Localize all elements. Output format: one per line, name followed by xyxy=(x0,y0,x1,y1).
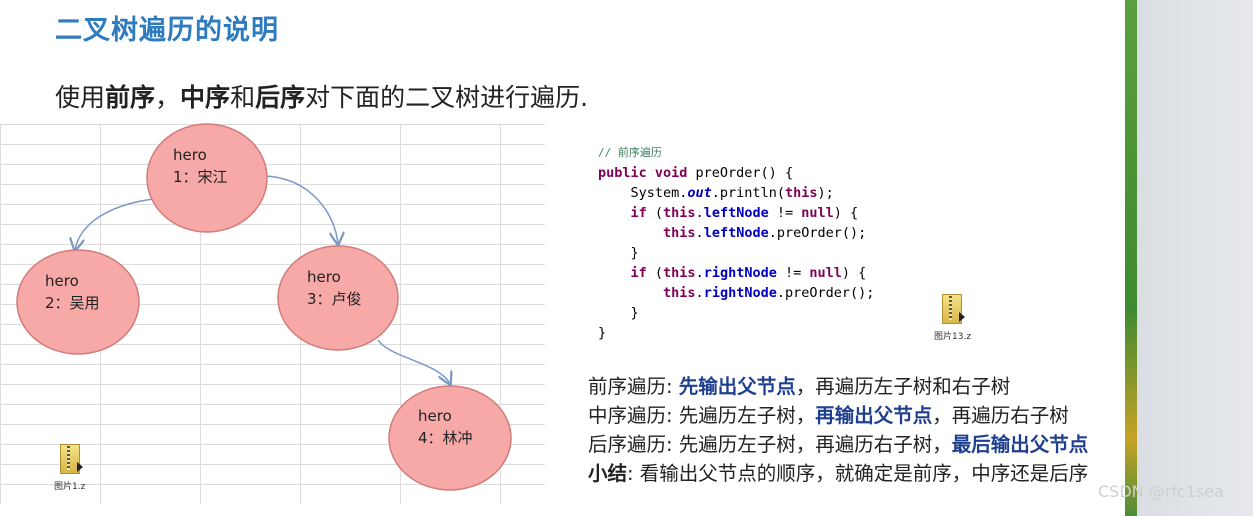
code-text: preOrder() { xyxy=(687,165,794,181)
desc-text: 后序遍历: 先遍历左子树，再遍历右子树， xyxy=(588,433,952,456)
desc-highlight: 再输出父节点 xyxy=(815,404,933,427)
desc-highlight: 先输出父节点 xyxy=(678,375,796,398)
decorative-side-bar xyxy=(1125,0,1137,516)
code-indent xyxy=(598,285,663,301)
file-label-2[interactable]: 图片13.z xyxy=(934,332,972,342)
code-keyword: public void xyxy=(598,165,688,181)
code-keyword: if xyxy=(598,205,647,221)
desc-row-postorder: 后序遍历: 先遍历左子树，再遍历右子树，最后输出父节点 xyxy=(588,430,1088,459)
traversal-description: 前序遍历: 先输出父节点，再遍历左子树和右子树 中序遍历: 先遍历左子树，再输出… xyxy=(588,372,1088,488)
code-indent xyxy=(598,225,663,241)
code-field: rightNode xyxy=(703,265,777,281)
code-keyword: this xyxy=(663,205,696,221)
node-3-value: 3：卢俊 xyxy=(307,290,362,308)
subtitle-bold-preorder: 前序 xyxy=(105,83,156,112)
code-text: .preOrder(); xyxy=(776,285,875,301)
tree-node-1: hero 1：宋江 xyxy=(146,123,268,233)
desc-text: 前序遍历: xyxy=(588,375,679,398)
subtitle-text: ， xyxy=(155,83,181,112)
code-text: .preOrder(); xyxy=(768,225,867,241)
code-text: } xyxy=(598,245,639,261)
watermark: CSDN @rfc1sea xyxy=(1098,482,1224,501)
code-comment: // 前序遍历 xyxy=(598,146,662,159)
tree-edge-1-3 xyxy=(264,175,338,244)
subtitle-bold-postorder: 后序 xyxy=(255,83,306,112)
slide-subtitle: 使用前序，中序和后序对下面的二叉树进行遍历. xyxy=(55,78,588,114)
tree-edge-1-2 xyxy=(75,197,163,250)
tree-edge-3-4 xyxy=(377,339,450,384)
code-field: out xyxy=(687,185,712,201)
binary-tree-diagram: hero 1：宋江 hero 2：吴用 hero 3：卢俊 hero 4：林冲 xyxy=(16,123,512,491)
code-keyword: this xyxy=(663,265,696,281)
desc-text: : 看输出父节点的顺序，就确定是前序，中序还是后序 xyxy=(627,462,1089,485)
tree-node-4: hero 4：林冲 xyxy=(388,385,512,491)
code-field: rightNode xyxy=(703,285,777,301)
node-2-value: 2：吴用 xyxy=(45,294,100,312)
zip-file-icon[interactable] xyxy=(942,294,965,324)
desc-row-summary: 小结: 看输出父节点的顺序，就确定是前序，中序还是后序 xyxy=(588,459,1088,488)
code-text: ) { xyxy=(841,265,867,281)
code-keyword: this xyxy=(663,225,696,241)
file-label-1[interactable]: 图片1.z xyxy=(54,482,86,492)
desc-bold: 小结 xyxy=(588,462,628,485)
code-keyword: this xyxy=(663,285,696,301)
code-keyword: if xyxy=(598,265,647,281)
subtitle-bold-inorder: 中序 xyxy=(180,83,231,112)
code-field: leftNode xyxy=(703,205,769,221)
code-text: System. xyxy=(598,185,688,201)
node-1-label: hero xyxy=(173,146,207,164)
desc-highlight: 最后输出父节点 xyxy=(951,433,1089,456)
desc-text: 中序遍历: 先遍历左子树， xyxy=(588,404,816,427)
node-1-value: 1：宋江 xyxy=(173,168,228,186)
desc-text: ，再遍历左子树和右子树 xyxy=(795,375,1011,398)
code-text: . xyxy=(695,225,704,241)
code-text: . xyxy=(695,265,704,281)
code-text: .println( xyxy=(711,185,785,201)
code-keyword: this xyxy=(784,185,818,201)
node-4-label: hero xyxy=(418,407,452,425)
code-text: ); xyxy=(817,185,834,201)
desc-row-inorder: 中序遍历: 先遍历左子树，再输出父节点，再遍历右子树 xyxy=(588,401,1088,430)
tree-node-2: hero 2：吴用 xyxy=(16,249,140,355)
code-text: ) { xyxy=(833,205,859,221)
slide-title: 二叉树遍历的说明 xyxy=(55,15,279,46)
zip-file-icon[interactable] xyxy=(60,444,83,474)
desc-row-preorder: 前序遍历: 先输出父节点，再遍历左子树和右子树 xyxy=(588,372,1088,401)
code-text: != xyxy=(776,265,810,281)
code-text: != xyxy=(768,205,802,221)
node-4-value: 4：林冲 xyxy=(418,429,473,447)
code-text: . xyxy=(695,205,704,221)
subtitle-text: 使用 xyxy=(55,83,106,112)
code-text: } xyxy=(598,325,607,341)
code-text: . xyxy=(695,285,704,301)
node-2-label: hero xyxy=(45,272,79,290)
code-keyword: null xyxy=(801,205,834,221)
tree-node-3: hero 3：卢俊 xyxy=(277,245,399,351)
code-text: } xyxy=(598,305,639,321)
code-text: ( xyxy=(646,205,664,221)
code-field: leftNode xyxy=(703,225,769,241)
slide-side-panel xyxy=(1125,0,1253,516)
code-keyword: null xyxy=(809,265,842,281)
code-block-preorder: // 前序遍历 public void preOrder() { System.… xyxy=(598,142,874,343)
node-3-label: hero xyxy=(307,268,341,286)
subtitle-text: 和 xyxy=(230,83,256,112)
code-text: ( xyxy=(646,265,664,281)
desc-text: ，再遍历右子树 xyxy=(932,404,1069,427)
slide: 二叉树遍历的说明 使用前序，中序和后序对下面的二叉树进行遍历. hero 1：宋… xyxy=(0,15,1089,504)
subtitle-text: 对下面的二叉树进行遍历. xyxy=(305,83,589,112)
